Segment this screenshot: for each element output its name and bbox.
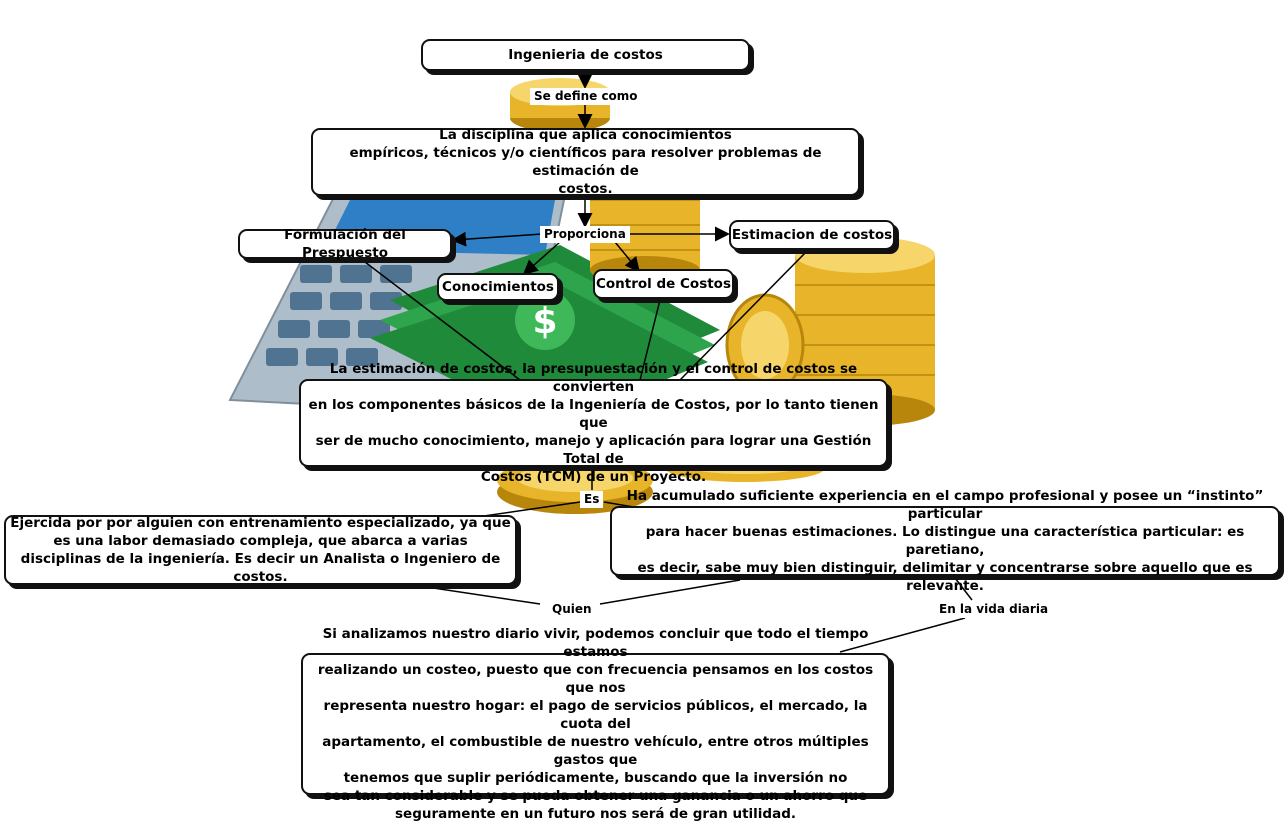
vida-diaria-node: Si analizamos nuestro diario vivir, pode…: [301, 626, 890, 822]
experiencia-node-text: Ha acumulado suficiente experiencia en e…: [626, 488, 1264, 594]
conocimientos-node-text: Conocimientos: [442, 279, 554, 295]
connector-es: Es: [580, 491, 604, 508]
control-node: Control de Costos: [593, 269, 734, 299]
componentes-node: La estimación de costos, la presupuestac…: [299, 361, 888, 485]
connector-lines: [364, 72, 973, 653]
definition-node: La disciplina que aplica conocimientos e…: [311, 127, 860, 197]
conocimientos-node: Conocimientos: [437, 273, 559, 301]
experiencia-node: Ha acumulado suficiente experiencia en e…: [610, 488, 1280, 594]
line-experiencia-to-vida: [954, 577, 973, 601]
svg-text:$: $: [532, 301, 557, 342]
connector-en-la-vida-diaria: En la vida diaria: [935, 601, 1053, 618]
line-ejercida-to-quien: [419, 585, 541, 605]
line-formulacion-to-componentes: [364, 261, 521, 381]
estimacion-node: Estimacion de costos: [729, 220, 895, 250]
title-node: Ingenieria de costos: [421, 39, 750, 71]
formulacion-node: Formulación del Prespuesto: [238, 227, 452, 261]
arrow-to-formulacion: [451, 231, 543, 247]
vida-diaria-node-text: Si analizamos nuestro diario vivir, pode…: [317, 626, 874, 822]
arrow-to-conocimientos: [522, 241, 561, 275]
arrow-to-control: [614, 241, 640, 273]
definition-node-text: La disciplina que aplica conocimientos e…: [349, 127, 822, 197]
line-vida-to-final: [839, 617, 966, 653]
connector-proporciona: Proporciona: [540, 226, 630, 243]
line-quien-to-experiencia: [599, 579, 741, 605]
connector-quien: Quien: [548, 601, 596, 618]
title-node-text: Ingenieria de costos: [508, 47, 663, 63]
estimacion-node-text: Estimacion de costos: [731, 227, 893, 243]
control-node-text: Control de Costos: [595, 276, 731, 292]
formulacion-node-text: Formulación del Prespuesto: [284, 227, 406, 261]
line-estimacion-to-componentes: [679, 249, 809, 381]
componentes-node-text: La estimación de costos, la presupuestac…: [308, 361, 879, 485]
connector-se-define-como: Se define como: [530, 88, 642, 105]
ejercida-node-text: Ejercida por por alguien con entrenamien…: [10, 515, 511, 585]
ejercida-node: Ejercida por por alguien con entrenamien…: [4, 515, 517, 585]
line-control-to-componentes: [639, 299, 661, 381]
